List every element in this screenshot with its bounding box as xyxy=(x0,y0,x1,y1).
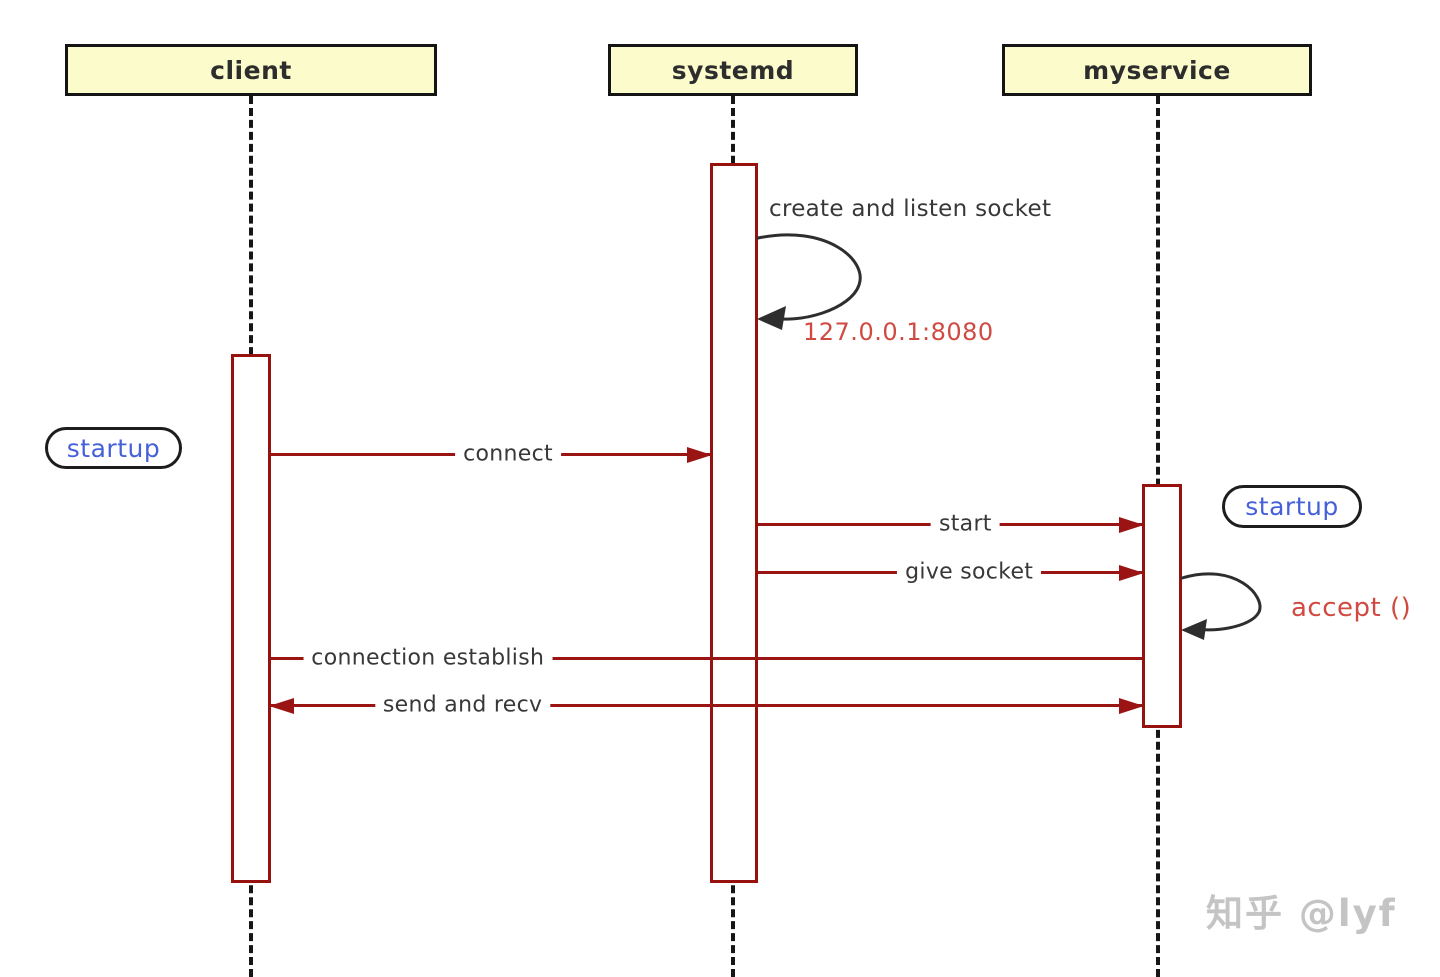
note-bind-address: 127.0.0.1:8080 xyxy=(803,318,994,346)
badge-myservice-startup-label: startup xyxy=(1245,492,1339,521)
message-start: start xyxy=(758,511,1144,537)
message-give-socket: give socket xyxy=(758,559,1144,585)
arrowhead-icon xyxy=(1119,516,1144,533)
message-connect-label: connect xyxy=(455,441,561,467)
message-send-and-recv: send and recv xyxy=(269,692,1144,718)
self-message-arc-myservice xyxy=(1180,572,1262,640)
participant-systemd: systemd xyxy=(608,44,858,96)
message-start-label: start xyxy=(930,511,1000,537)
arrowhead-icon xyxy=(1119,697,1144,714)
participant-myservice: myservice xyxy=(1002,44,1312,96)
message-connection-establish-label: connection establish xyxy=(303,645,553,671)
participant-myservice-label: myservice xyxy=(1083,55,1231,85)
participant-client: client xyxy=(65,44,437,96)
watermark: 知乎 @lyf xyxy=(1206,892,1397,935)
arrowhead-icon xyxy=(757,306,786,330)
participant-client-label: client xyxy=(210,55,292,85)
self-message-arc-systemd xyxy=(756,233,862,330)
arrowhead-icon xyxy=(269,697,294,714)
arrowhead-icon xyxy=(1181,619,1207,640)
note-accept: accept () xyxy=(1291,593,1412,623)
arrowhead-icon xyxy=(1119,564,1144,581)
message-connection-establish: connection establish xyxy=(271,645,1142,671)
badge-client-startup: startup xyxy=(45,427,182,469)
message-send-and-recv-label: send and recv xyxy=(374,692,551,718)
activation-client xyxy=(231,354,271,883)
message-connect: connect xyxy=(271,441,712,467)
message-give-socket-label: give socket xyxy=(897,559,1042,585)
message-create-listen-label: create and listen socket xyxy=(769,196,1052,222)
activation-systemd xyxy=(710,163,758,883)
activation-myservice xyxy=(1142,484,1182,728)
badge-client-startup-label: startup xyxy=(66,433,161,463)
participant-systemd-label: systemd xyxy=(671,55,795,85)
arrowhead-icon xyxy=(687,446,712,463)
badge-myservice-startup: startup xyxy=(1222,485,1362,528)
